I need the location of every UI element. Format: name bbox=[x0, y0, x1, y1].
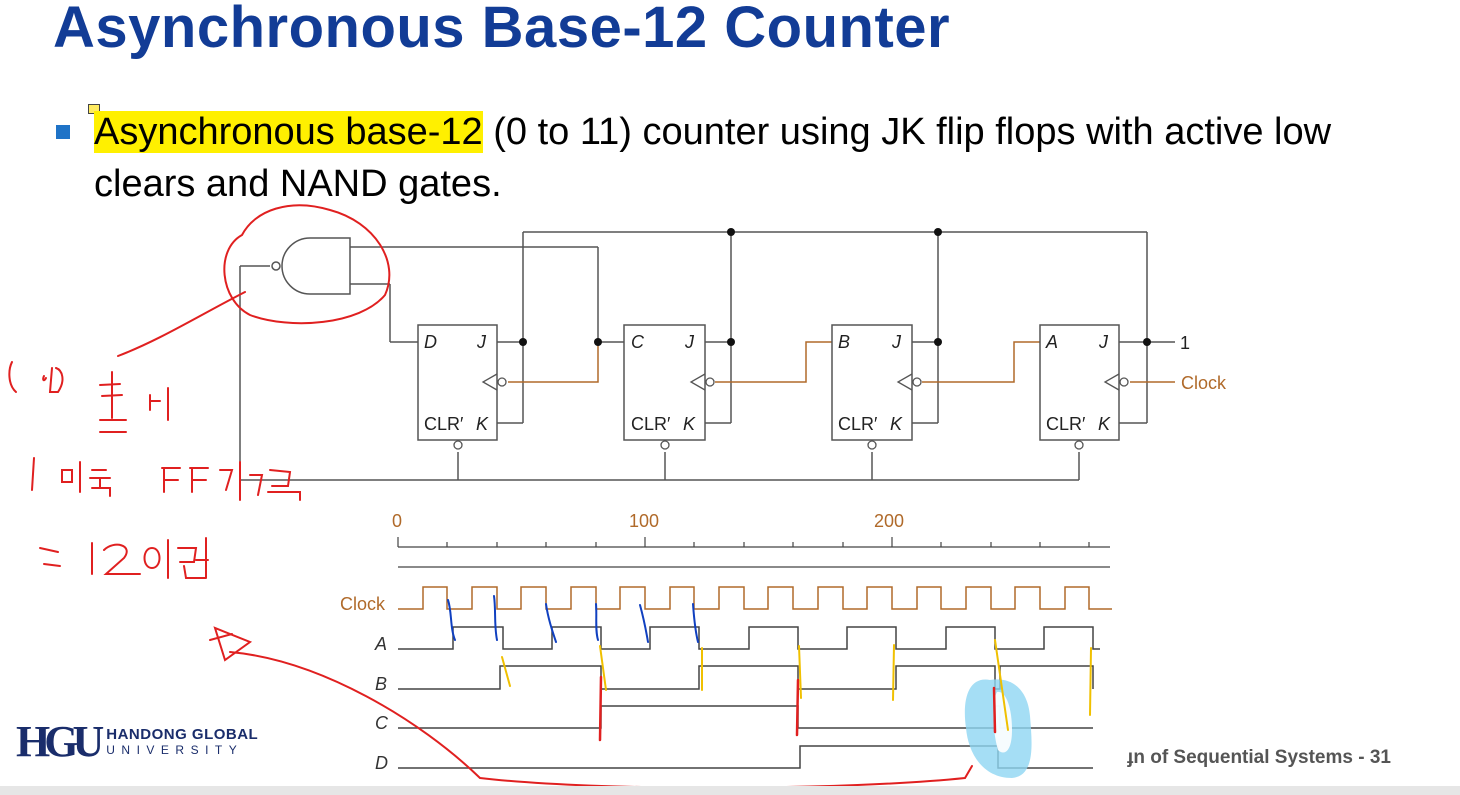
timing-scale-labels: 0 100 200 bbox=[392, 511, 904, 531]
signal-labels: Clock A B C D bbox=[340, 594, 389, 773]
signal-label-d: D bbox=[375, 753, 388, 773]
waveform-clock bbox=[398, 586, 1112, 610]
ff-d-clr: CLR′ bbox=[424, 414, 464, 434]
flipflop-labels: D J CLR′ K C J CLR′ K B J CLR′ K A J CLR… bbox=[424, 332, 1227, 434]
logo-text-bottom: UNIVERSITY bbox=[106, 743, 244, 757]
ff-b-j: J bbox=[891, 332, 902, 352]
signal-label-a: A bbox=[374, 634, 387, 654]
ink-yellow-marks bbox=[501, 639, 1092, 731]
ff-b-name: B bbox=[838, 332, 850, 352]
logo-mark: HGU bbox=[16, 717, 104, 766]
ff-c-name: C bbox=[631, 332, 645, 352]
signal-label-clock: Clock bbox=[340, 594, 386, 614]
ff-c-j: J bbox=[684, 332, 695, 352]
ff-b-clr: CLR′ bbox=[838, 414, 878, 434]
junction-dots bbox=[519, 228, 1151, 346]
ink-cyan-highlight bbox=[964, 679, 1032, 778]
input-one-label: 1 bbox=[1180, 333, 1190, 353]
ff-d-j: J bbox=[476, 332, 487, 352]
ff-b-k: K bbox=[890, 414, 903, 434]
timing-scale-axis bbox=[397, 537, 1110, 568]
ff-a-k: K bbox=[1098, 414, 1111, 434]
slide-footer: ɟn of Sequential Systems - 31 bbox=[1127, 747, 1391, 768]
bottom-bar bbox=[0, 786, 1460, 795]
highlighted-phrase: Asynchronous base-12 bbox=[94, 111, 483, 153]
logo-text-top: HANDONG GLOBAL bbox=[106, 726, 259, 743]
bullet-rest: (0 to 11) counter using JK flip flops wi… bbox=[94, 111, 1332, 205]
nand-gate bbox=[271, 237, 351, 295]
ff-c-clr: CLR′ bbox=[631, 414, 671, 434]
ff-a-clr: CLR′ bbox=[1046, 414, 1086, 434]
university-logo: HGU HANDONG GLOBAL UNIVERSITY bbox=[16, 717, 259, 766]
signal-label-b: B bbox=[375, 674, 387, 694]
ff-d-k: K bbox=[476, 414, 489, 434]
scale-tick-100: 100 bbox=[629, 511, 659, 531]
scale-tick-0: 0 bbox=[392, 511, 402, 531]
slide-title: Asynchronous Base-12 Counter bbox=[53, 0, 951, 60]
ink-red-marks bbox=[8, 204, 997, 789]
clock-inputs bbox=[453, 373, 1129, 450]
bullet-square-icon bbox=[56, 125, 70, 139]
waveform-a bbox=[398, 626, 1100, 650]
clock-input-label: Clock bbox=[1181, 373, 1227, 393]
circuit-wiring bbox=[239, 231, 1175, 481]
ff-d-name: D bbox=[424, 332, 437, 352]
ff-c-k: K bbox=[683, 414, 696, 434]
bullet-text: Asynchronous base-12 (0 to 11) counter u… bbox=[94, 106, 1434, 210]
signal-label-c: C bbox=[375, 713, 389, 733]
ff-a-j: J bbox=[1098, 332, 1109, 352]
scale-tick-200: 200 bbox=[874, 511, 904, 531]
ff-a-name: A bbox=[1045, 332, 1058, 352]
clock-wiring bbox=[508, 341, 1175, 383]
ink-blue-marks bbox=[447, 595, 699, 643]
